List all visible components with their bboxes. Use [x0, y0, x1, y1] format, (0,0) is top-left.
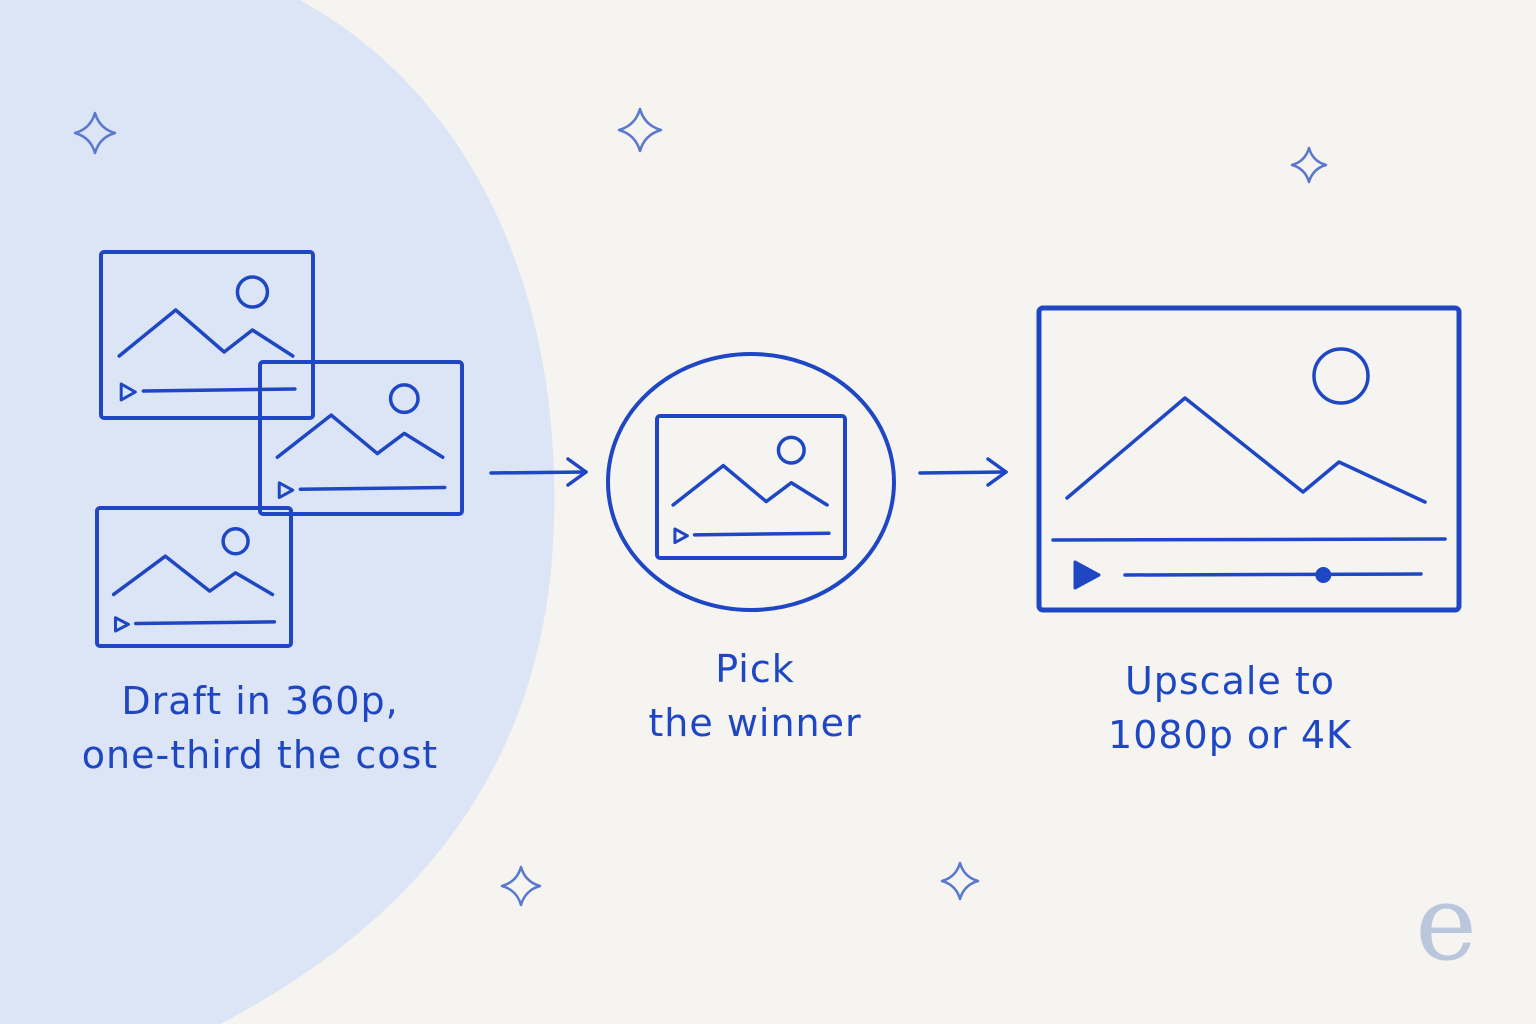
brand-logo-icon: e: [1415, 862, 1477, 984]
video-thumbnail-icon: [95, 506, 293, 648]
play-button-icon: [1073, 560, 1101, 590]
sun-icon: [388, 383, 420, 415]
divider: [1051, 537, 1447, 542]
video-thumbnail-stack-icon: [95, 250, 464, 648]
arrow-shaft: [489, 470, 588, 475]
sparkle-icon: [73, 111, 117, 155]
play-icon: [119, 382, 137, 402]
thumbnail-frame: [258, 360, 464, 516]
mountain-icon: [671, 463, 829, 507]
video-thumbnail-icon: [258, 360, 464, 516]
progress-bar: [298, 485, 447, 492]
step-caption-upscale: Upscale to 1080p or 4K: [1060, 654, 1400, 762]
caption-line: the winner: [648, 701, 862, 745]
mountain-icon: [117, 308, 295, 358]
caption-line: Draft in 360p,: [121, 679, 399, 723]
caption-line: 1080p or 4K: [1108, 713, 1352, 757]
play-icon: [113, 616, 130, 633]
arrow-head: [566, 457, 588, 487]
thumbnail-frame: [655, 414, 847, 560]
progress-bar: [692, 531, 831, 537]
arrow-right-icon: [489, 457, 588, 487]
video-thumbnail-icon: [655, 414, 847, 560]
mountain-icon: [1065, 396, 1427, 504]
seek-track: [1123, 572, 1423, 577]
video-thumbnail-icon: [99, 250, 315, 420]
caption-line: Pick: [715, 647, 795, 691]
caption-line: one-third the cost: [81, 733, 439, 777]
mountain-icon: [111, 554, 275, 597]
arrow-head: [986, 457, 1008, 487]
step-caption-pick: Pick the winner: [600, 642, 910, 750]
progress-bar: [141, 387, 297, 393]
sun-icon: [1312, 347, 1370, 405]
arrow-shaft: [918, 470, 1008, 475]
play-icon: [673, 527, 689, 545]
seek-handle: [1315, 567, 1332, 583]
mountain-icon: [275, 413, 445, 459]
large-video-player-icon: [1036, 305, 1462, 613]
sparkle-icon: [1290, 146, 1328, 184]
thumbnail-frame: [99, 250, 315, 420]
sparkle-icon: [500, 865, 542, 907]
arrow-right-icon: [918, 457, 1008, 487]
sparkle-icon: [940, 861, 980, 901]
thumbnail-frame: [95, 506, 293, 648]
play-icon: [277, 481, 295, 500]
sparkles: [73, 107, 1328, 907]
sparkle-icon: [617, 107, 663, 153]
player-frame: [1036, 305, 1462, 613]
sun-icon: [235, 275, 270, 309]
sun-icon: [776, 435, 806, 465]
step-caption-draft: Draft in 360p, one-third the cost: [60, 674, 460, 782]
sun-icon: [221, 527, 250, 556]
progress-bar: [134, 620, 277, 626]
selected-video-circle-icon: [606, 352, 896, 612]
caption-line: Upscale to: [1124, 659, 1336, 703]
